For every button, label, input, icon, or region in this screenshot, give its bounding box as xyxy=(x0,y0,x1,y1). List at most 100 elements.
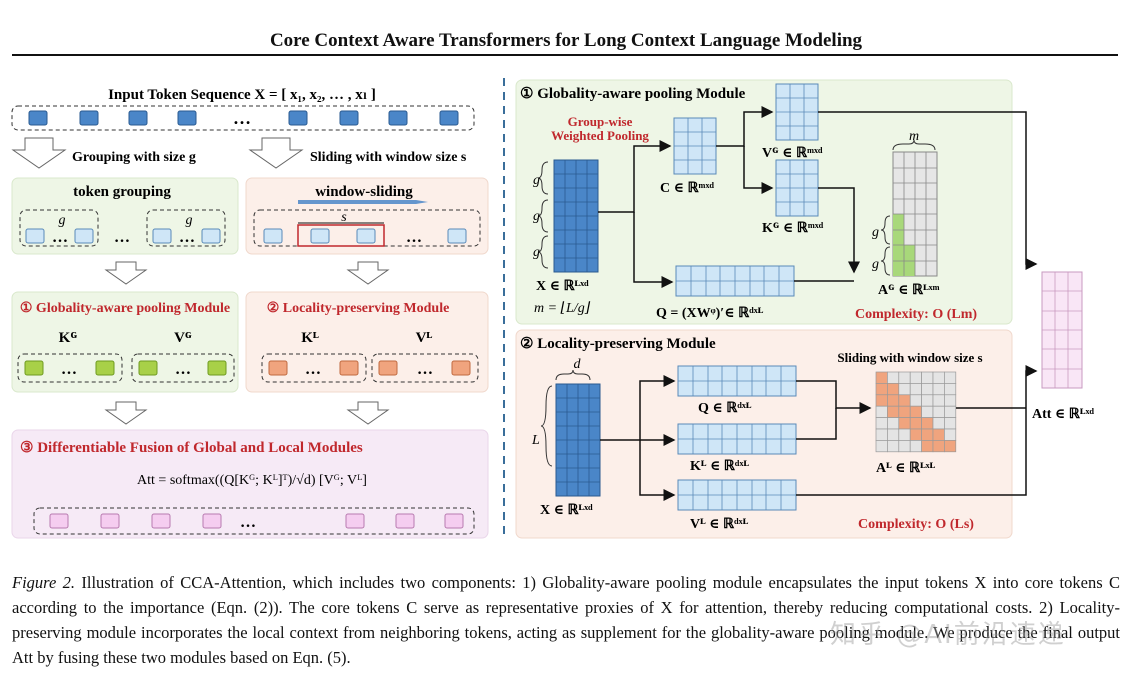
al-cell xyxy=(944,405,957,418)
token-grouping-panel xyxy=(11,177,239,255)
al-cell xyxy=(887,428,900,441)
svg-text:Group-wise: Group-wise xyxy=(568,114,633,129)
svg-text:g: g xyxy=(533,173,540,188)
token-grouping-title: token grouping xyxy=(73,184,171,200)
q-matrix-bottom xyxy=(677,365,797,397)
al-cell xyxy=(875,394,888,407)
svg-text:X ∈ ℝᴸˣᵈ: X ∈ ℝᴸˣᵈ xyxy=(540,503,593,518)
svg-text:C ∈ ℝᵐˣᵈ: C ∈ ℝᵐˣᵈ xyxy=(660,181,714,196)
al-cell xyxy=(887,440,900,453)
al-cell xyxy=(944,417,957,430)
al-cell xyxy=(898,440,911,453)
att-matrix xyxy=(1041,271,1083,389)
al-cell xyxy=(887,371,900,384)
svg-text:Kᴸ: Kᴸ xyxy=(301,330,319,346)
svg-text:Kᴳ ∈ ℝᵐˣᵈ: Kᴳ ∈ ℝᵐˣᵈ xyxy=(762,221,824,236)
al-cell xyxy=(909,417,922,430)
x-matrix-bottom xyxy=(555,383,601,497)
al-cell xyxy=(909,428,922,441)
input-sequence-label: Input Token Sequence X = [ x₁, x₂, … , x… xyxy=(108,87,376,103)
al-cell xyxy=(887,405,900,418)
svg-text:Vᴳ ∈ ℝᵐˣᵈ: Vᴳ ∈ ℝᵐˣᵈ xyxy=(762,146,823,161)
al-cell xyxy=(909,394,922,407)
complexity-top: Complexity: O (Lm) xyxy=(855,307,977,322)
caption-text: Illustration of CCA-Attention, which inc… xyxy=(12,573,1120,667)
c-matrix xyxy=(673,117,717,175)
figure-diagram: Input Token Sequence X = [ x₁, x₂, … , x… xyxy=(11,78,1094,540)
al-cell xyxy=(909,440,922,453)
svg-text:Vᴸ ∈ ℝᵈˣᴸ: Vᴸ ∈ ℝᵈˣᴸ xyxy=(690,517,749,532)
right-locality-title: ② Locality-preserving Module xyxy=(520,336,716,352)
hollow-arrows xyxy=(11,137,390,425)
al-cell xyxy=(887,394,900,407)
svg-text:…: … xyxy=(305,361,321,378)
svg-text:g: g xyxy=(186,213,193,228)
al-cell xyxy=(932,371,945,384)
title-rule xyxy=(12,54,1118,56)
svg-text:Vᴸ: Vᴸ xyxy=(416,330,433,346)
al-matrix xyxy=(875,371,957,453)
arrows-bottom xyxy=(600,365,1038,501)
q-matrix-top xyxy=(675,265,795,297)
al-cell xyxy=(944,440,957,453)
left-globality-title: ① Globality-aware pooling Module xyxy=(20,301,230,316)
al-cell xyxy=(932,394,945,407)
svg-text:…: … xyxy=(406,229,422,246)
att-formula: Att = softmax((Q[Kᴳ; Kᴸ]ᵀ)/√d) [Vᴳ; Vᴸ] xyxy=(137,473,367,488)
input-ellipsis: … xyxy=(233,108,251,128)
svg-text:Vᴳ: Vᴳ xyxy=(174,330,192,346)
figure-caption: Figure 2. Illustration of CCA-Attention,… xyxy=(12,570,1120,670)
al-cell xyxy=(921,371,934,384)
kg-matrix xyxy=(775,159,819,217)
ag-matrix xyxy=(892,151,938,277)
svg-text:m = ⌊L/g⌋: m = ⌊L/g⌋ xyxy=(534,301,591,316)
fusion-title: ③ Differentiable Fusion of Global and Lo… xyxy=(20,440,363,456)
svg-text:…: … xyxy=(417,361,433,378)
al-cell xyxy=(944,383,957,396)
al-cell xyxy=(921,383,934,396)
svg-text:g: g xyxy=(59,213,66,228)
al-cell xyxy=(898,394,911,407)
svg-text:d: d xyxy=(574,357,582,372)
al-cell xyxy=(944,394,957,407)
watermark: 知乎 @AI前沿速递 xyxy=(830,620,1066,650)
right-globality-panel xyxy=(515,79,1013,325)
svg-text:Q ∈ ℝᵈˣᴸ: Q ∈ ℝᵈˣᴸ xyxy=(698,401,752,416)
al-cell xyxy=(875,440,888,453)
sliding-label: Sliding with window size s xyxy=(310,150,467,165)
al-cell xyxy=(875,417,888,430)
al-cell xyxy=(909,405,922,418)
svg-text:g: g xyxy=(533,209,540,224)
al-cell xyxy=(898,383,911,396)
complexity-bottom: Complexity: O (Ls) xyxy=(858,517,974,532)
al-cell xyxy=(944,371,957,384)
svg-text:Kᴸ ∈ ℝᵈˣᴸ: Kᴸ ∈ ℝᵈˣᴸ xyxy=(690,459,749,474)
left-locality-panel xyxy=(245,291,489,393)
input-tokens xyxy=(28,110,459,126)
svg-text:…: … xyxy=(175,361,191,378)
al-cell xyxy=(887,417,900,430)
page-title: Core Context Aware Transformers for Long… xyxy=(269,30,863,51)
vl-matrix xyxy=(677,479,797,511)
svg-text:L: L xyxy=(531,433,540,448)
al-cell xyxy=(932,417,945,430)
al-cell xyxy=(898,405,911,418)
al-cell xyxy=(875,383,888,396)
al-cell xyxy=(887,383,900,396)
al-cell xyxy=(875,428,888,441)
left-globality-panel xyxy=(11,291,239,393)
kl-matrix xyxy=(677,423,797,455)
svg-text:g: g xyxy=(872,257,879,272)
arrows-top xyxy=(598,106,1038,288)
fusion-panel xyxy=(11,429,489,539)
svg-text:Aᴳ ∈ ℝᴸˣᵐ: Aᴳ ∈ ℝᴸˣᵐ xyxy=(878,283,940,298)
svg-text:g: g xyxy=(533,245,540,260)
svg-text:…: … xyxy=(179,229,195,246)
al-cell xyxy=(944,428,957,441)
svg-text:X ∈ ℝᴸˣᵈ: X ∈ ℝᴸˣᵈ xyxy=(536,279,589,294)
vg-matrix xyxy=(775,83,819,141)
input-sequence-box xyxy=(11,105,475,131)
svg-text:m: m xyxy=(909,129,919,144)
att-label: Att ∈ ℝᴸˣᵈ xyxy=(1032,407,1094,422)
al-cell xyxy=(909,383,922,396)
